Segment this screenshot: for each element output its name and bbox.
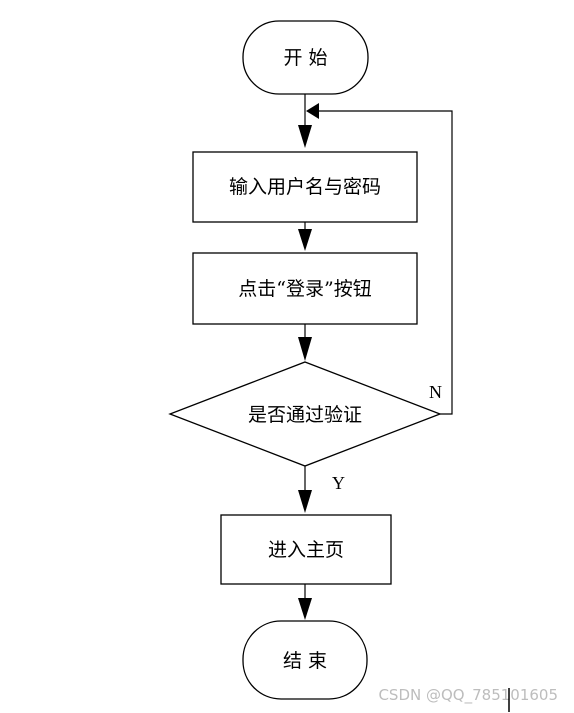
click-login-label: 点击“登录”按钮 xyxy=(238,278,371,300)
edge-input-to-click xyxy=(298,222,312,251)
enter-home-label: 进入主页 xyxy=(268,539,344,561)
edge-click-to-verify xyxy=(298,324,312,361)
input-credentials-label: 输入用户名与密码 xyxy=(229,176,381,198)
verify-decision-label: 是否通过验证 xyxy=(248,404,362,426)
end-node-label: 结 束 xyxy=(283,650,327,672)
edge-home-to-end xyxy=(298,584,312,620)
edge-verify-no-loop: N xyxy=(306,103,453,415)
input-credentials-node: 输入用户名与密码 xyxy=(192,151,418,223)
click-login-node: 点击“登录”按钮 xyxy=(192,252,418,325)
edge-start-to-input xyxy=(298,94,312,148)
input-credentials-shape xyxy=(192,151,418,223)
yes-branch-label: Y xyxy=(332,473,345,493)
start-node-label: 开 始 xyxy=(283,47,327,69)
verify-decision-node: 是否通过验证 xyxy=(168,361,442,467)
end-node-shape xyxy=(242,620,368,700)
edge-verify-yes: Y xyxy=(298,466,345,513)
enter-home-shape xyxy=(220,514,392,585)
enter-home-node: 进入主页 xyxy=(220,514,392,585)
csdn-watermark: CSDN @QQ_785101605 xyxy=(378,686,558,705)
end-node: 结 束 xyxy=(242,620,368,700)
no-branch-label: N xyxy=(429,382,442,402)
start-node: 开 始 xyxy=(242,20,369,95)
